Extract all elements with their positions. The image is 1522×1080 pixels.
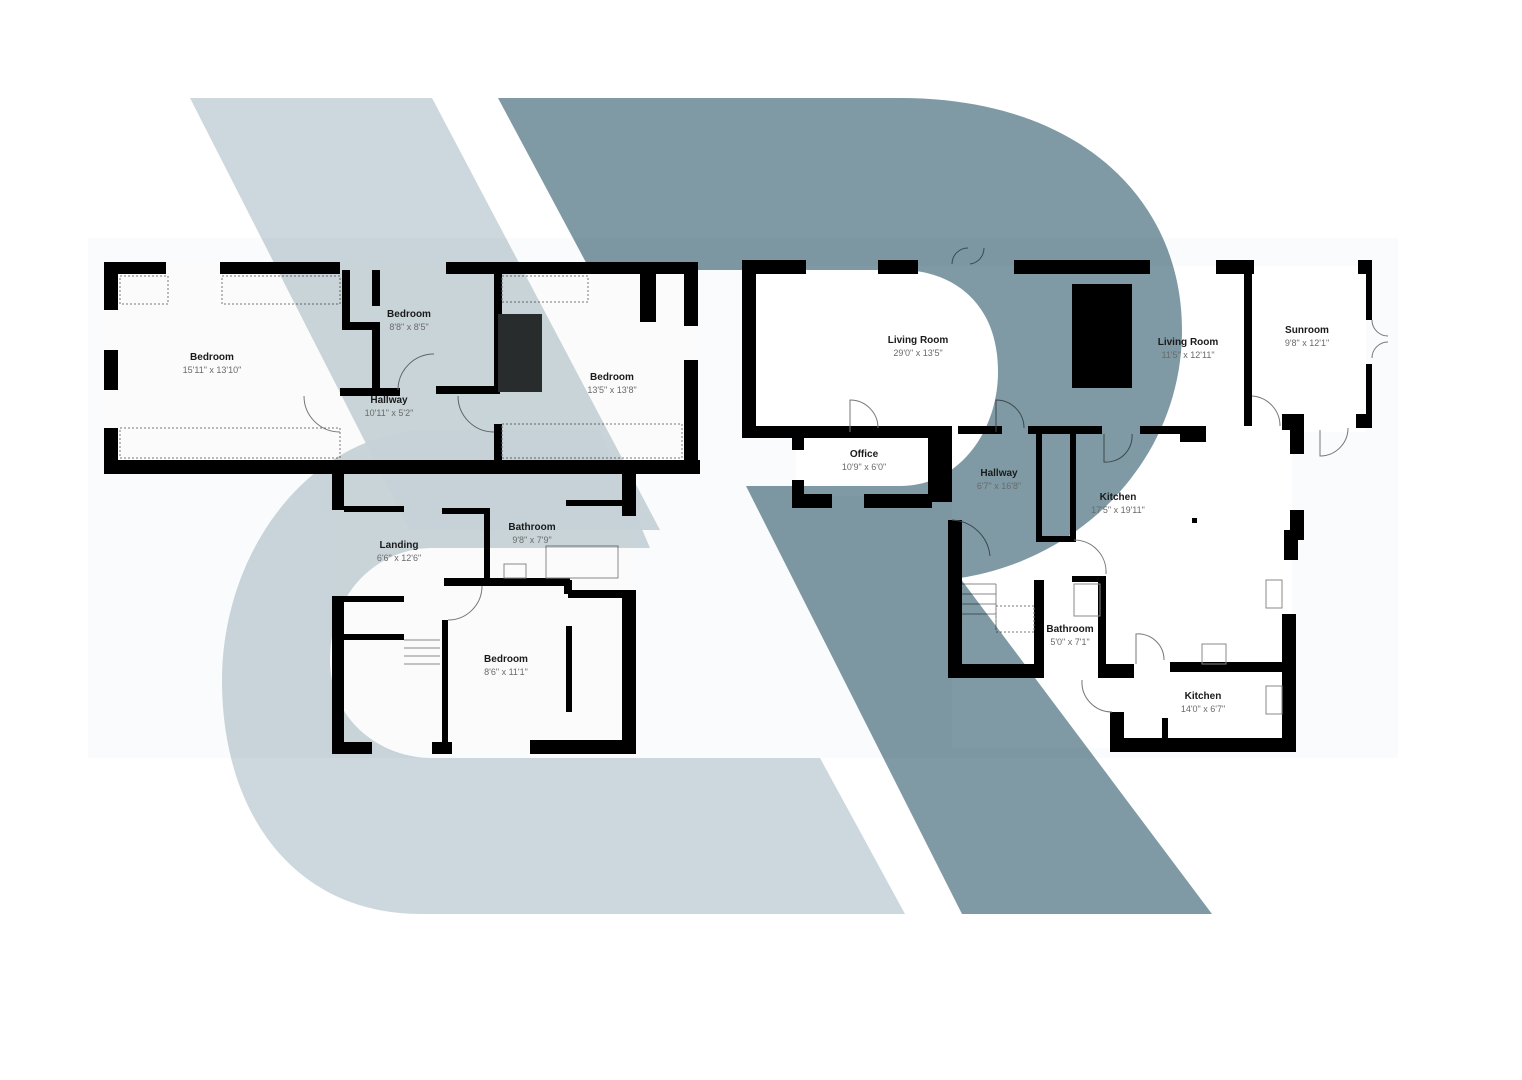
logo-watermark-icon <box>190 98 1212 914</box>
